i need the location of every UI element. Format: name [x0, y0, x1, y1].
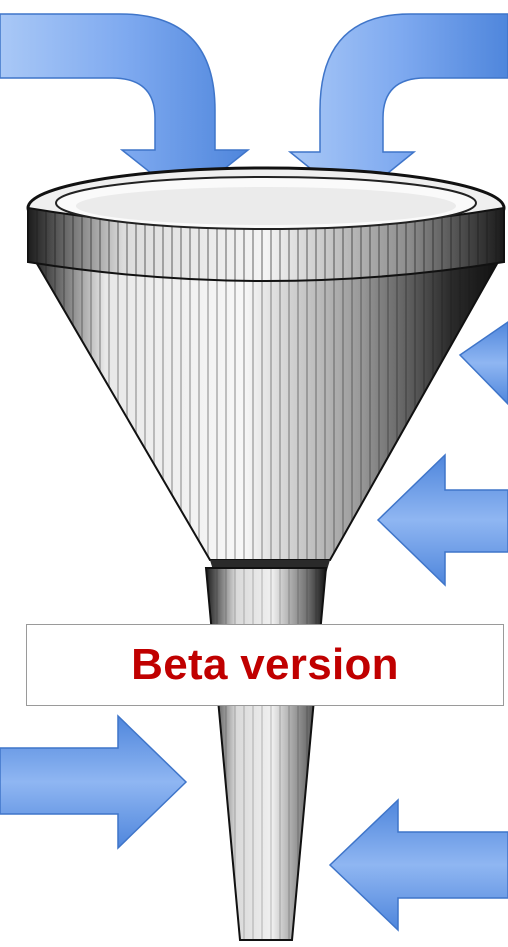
beta-label: Beta version: [131, 640, 399, 689]
beta-label-box: Beta version: [26, 624, 504, 706]
funnel-illustration: [26, 166, 506, 941]
arrow-icon: [287, 13, 508, 203]
arrow-icon: [0, 714, 188, 850]
arrow-icon: [376, 453, 508, 587]
arrow-icon: [0, 13, 251, 201]
arrow-icon: [458, 321, 508, 406]
arrow-icon: [328, 798, 508, 932]
